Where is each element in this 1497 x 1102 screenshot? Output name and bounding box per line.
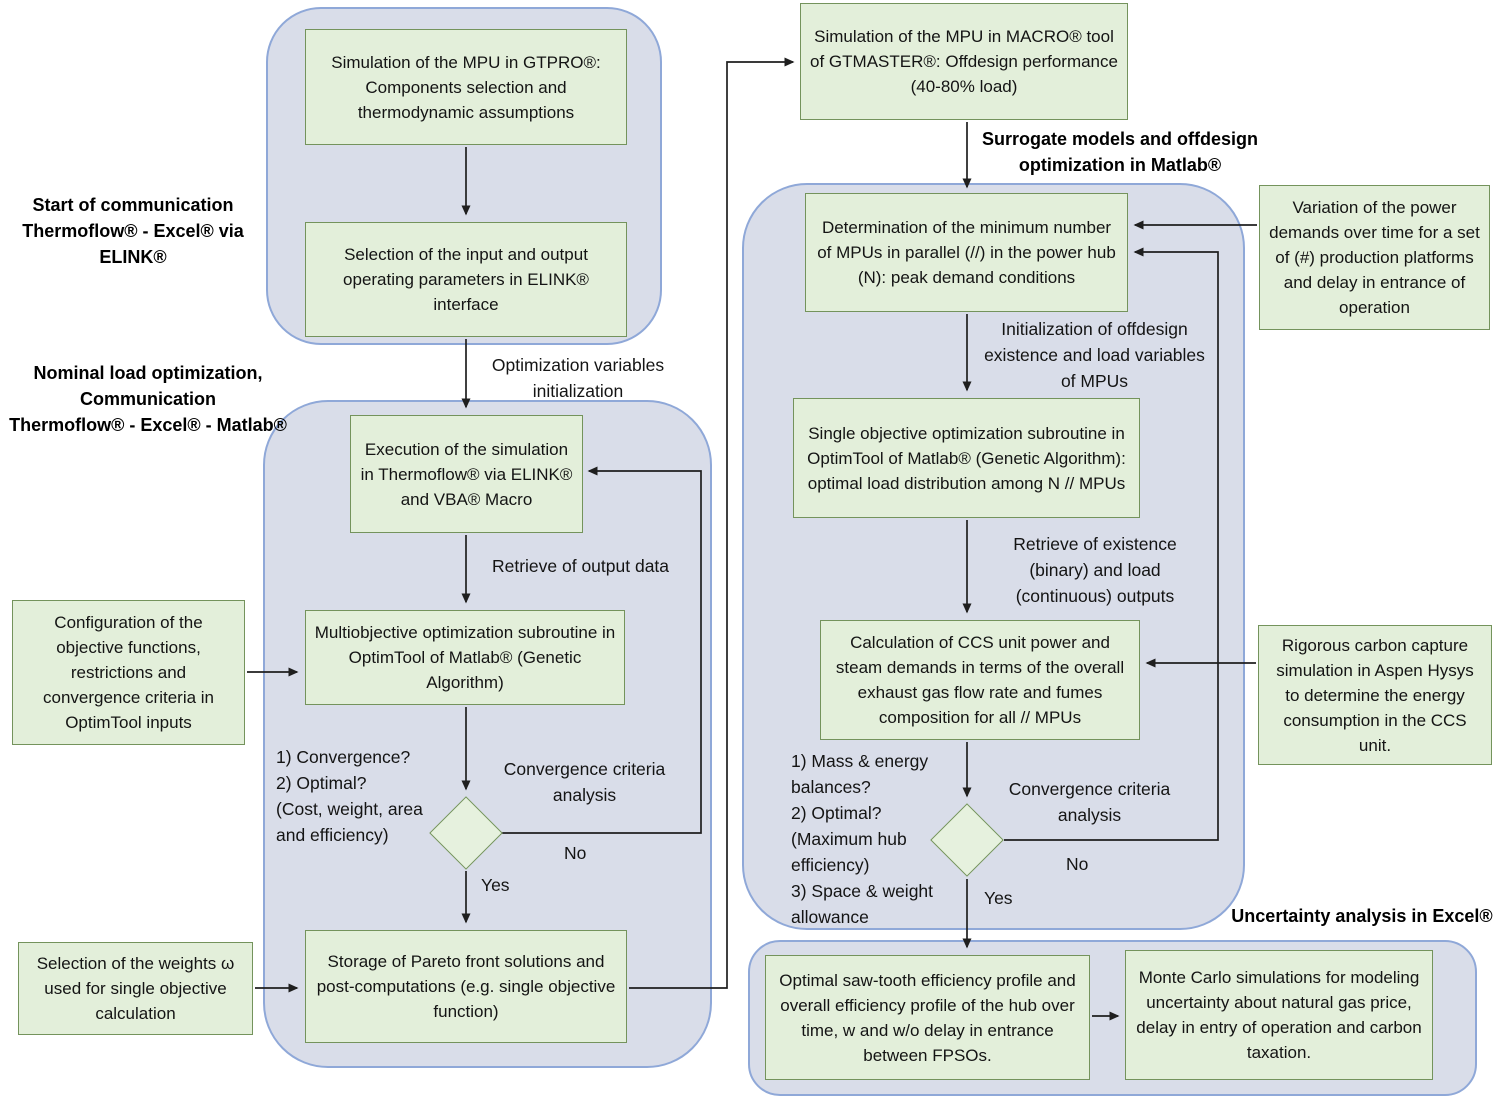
flow-label-optimization-variables: Optimization variables initialization [491, 355, 665, 401]
input-box-aspen-hysys: Rigorous carbon capture simulation in As… [1258, 625, 1492, 765]
flow-label-retrieve-existence: Retrieve of existence (binary) and load … [1013, 534, 1177, 606]
flow-label-retrieve-output: Retrieve of output data [491, 556, 670, 576]
process-box-thermoflow-execution: Execution of the simulation in Thermoflo… [350, 415, 583, 533]
branch-label-no-nominal: No [564, 843, 587, 863]
stage-title-surrogate-models: Surrogate models and offdesign optimizat… [981, 129, 1259, 175]
process-box-sawtooth-profile: Optimal saw-tooth efficiency profile and… [765, 955, 1090, 1080]
process-box-elink-selection: Selection of the input and output operat… [305, 222, 627, 337]
process-box-mpu-determination: Determination of the minimum number of M… [805, 193, 1128, 312]
input-box-weights-selection: Selection of the weights ω used for sing… [18, 942, 253, 1035]
decision-criteria-offdesign: 1) Mass & energy balances? 2) Optimal? (… [791, 751, 934, 927]
process-box-monte-carlo: Monte Carlo simulations for modeling unc… [1125, 950, 1433, 1080]
branch-label-yes-offdesign: Yes [984, 888, 1013, 908]
flow-label-convergence-analysis-nominal: Convergence criteria analysis [503, 759, 666, 805]
process-box-single-objective-subroutine: Single objective optimization subroutine… [793, 398, 1140, 518]
branch-label-yes-nominal: Yes [481, 875, 510, 895]
process-box-gtmaster-simulation: Simulation of the MPU in MACRO® tool of … [800, 3, 1128, 120]
decision-criteria-nominal: 1) Convergence? 2) Optimal? (Cost, weigh… [276, 747, 423, 845]
input-box-power-demand-variation: Variation of the power demands over time… [1259, 185, 1490, 330]
process-box-ccs-calculation: Calculation of CCS unit power and steam … [820, 620, 1140, 740]
flow-label-convergence-analysis-offdesign: Convergence criteria analysis [1008, 779, 1171, 825]
stage-title-nominal-load: Nominal load optimization, Communication… [9, 363, 287, 435]
branch-label-no-offdesign: No [1066, 854, 1089, 874]
stage-title-start-communication: Start of communication Thermoflow® - Exc… [22, 195, 244, 267]
process-box-multiobjective-subroutine: Multiobjective optimization subroutine i… [305, 610, 625, 705]
flow-label-initialization-offdesign: Initialization of offdesign existence an… [984, 319, 1205, 391]
input-box-optimtool-configuration: Configuration of the objective functions… [12, 600, 245, 745]
stage-title-uncertainty-analysis: Uncertainty analysis in Excel® [1231, 906, 1493, 926]
process-box-pareto-storage: Storage of Pareto front solutions and po… [305, 930, 627, 1043]
process-box-gtpro-simulation: Simulation of the MPU in GTPRO®: Compone… [305, 29, 627, 145]
